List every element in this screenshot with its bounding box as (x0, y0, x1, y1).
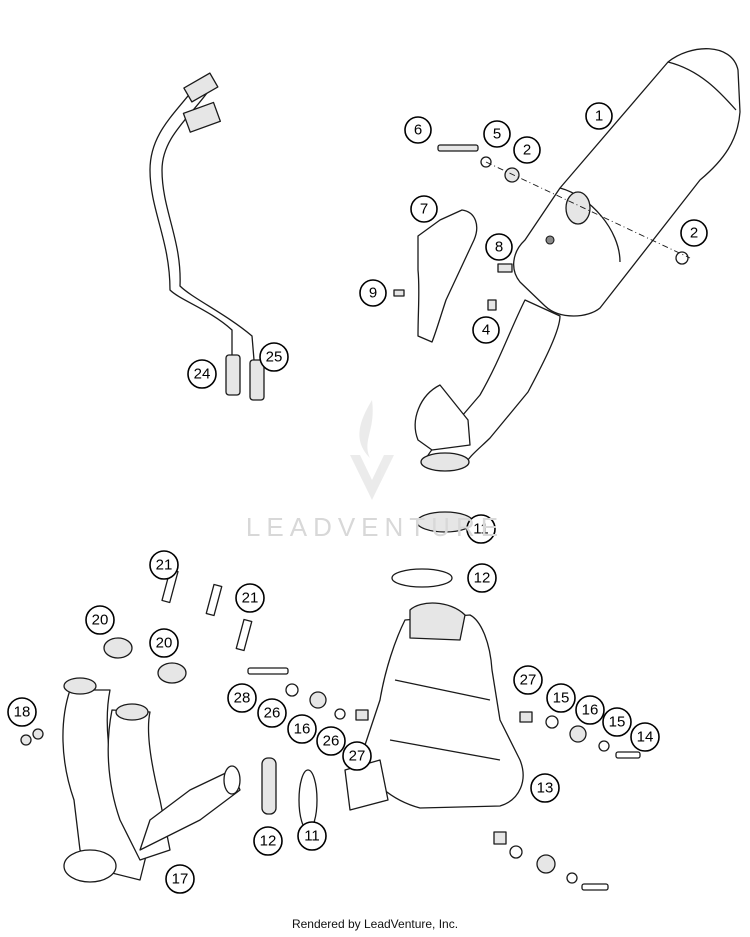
svg-text:2: 2 (690, 225, 698, 242)
sensor-cable-part (149, 72, 265, 401)
svg-text:20: 20 (156, 635, 173, 652)
callout-15: 15 (602, 707, 632, 737)
callout-26: 26 (316, 726, 346, 756)
callout-28: 28 (227, 683, 257, 713)
svg-text:28: 28 (234, 690, 251, 707)
callout-2: 2 (680, 219, 708, 247)
svg-text:18: 18 (14, 704, 31, 721)
pre-silencer-part (344, 602, 524, 811)
callout-18: 18 (7, 697, 37, 727)
callout-5: 5 (483, 120, 511, 148)
svg-text:8: 8 (495, 239, 503, 256)
svg-text:13: 13 (537, 780, 554, 797)
svg-text:15: 15 (553, 690, 570, 707)
svg-text:12: 12 (474, 570, 491, 587)
callout-12: 12 (467, 563, 497, 593)
callout-13: 13 (530, 773, 560, 803)
callout-25: 25 (259, 342, 289, 372)
svg-text:26: 26 (264, 705, 281, 722)
callout-7: 7 (410, 195, 438, 223)
callout-20: 20 (149, 628, 179, 658)
callout-4: 4 (472, 316, 500, 344)
svg-text:21: 21 (242, 590, 259, 607)
callout-26: 26 (257, 698, 287, 728)
callout-24: 24 (187, 359, 217, 389)
link-pipe-part (414, 299, 561, 472)
svg-text:11: 11 (473, 521, 489, 538)
svg-text:17: 17 (172, 871, 189, 888)
mounting-hardware (247, 667, 641, 891)
svg-text:11: 11 (304, 828, 320, 845)
svg-text:6: 6 (414, 122, 422, 139)
callout-8: 8 (485, 233, 513, 261)
gasket-part-small (298, 769, 318, 831)
callout-6: 6 (404, 116, 432, 144)
callout-12: 12 (253, 826, 283, 856)
callout-17: 17 (165, 864, 195, 894)
callout-21: 21 (235, 583, 265, 613)
svg-text:27: 27 (520, 672, 537, 689)
callout-15: 15 (546, 683, 576, 713)
svg-text:15: 15 (609, 714, 626, 731)
callout-16: 16 (575, 695, 605, 725)
svg-text:20: 20 (92, 612, 109, 629)
svg-text:9: 9 (369, 285, 377, 302)
header-pipe-part (62, 677, 241, 883)
leadventure-watermark-logo (350, 400, 394, 500)
callout-21: 21 (149, 550, 179, 580)
svg-text:1: 1 (595, 108, 603, 125)
callout-1: 1 (585, 102, 613, 130)
heat-shield-part (417, 209, 478, 343)
muffler-fasteners (393, 144, 691, 311)
svg-text:7: 7 (420, 201, 428, 218)
svg-text:25: 25 (266, 349, 283, 366)
svg-text:4: 4 (482, 322, 490, 339)
muffler-part (513, 48, 741, 317)
callout-9: 9 (359, 279, 387, 307)
footer-credit: Rendered by LeadVenture, Inc. (291, 917, 459, 931)
callout-14: 14 (630, 722, 660, 752)
svg-text:14: 14 (637, 729, 654, 746)
watermark-text: LEADVENTURE (245, 512, 505, 542)
callout-16: 16 (287, 714, 317, 744)
callout-11: 11 (466, 514, 496, 544)
callout-20: 20 (85, 605, 115, 635)
clamp-part (391, 568, 453, 588)
header-hardware (20, 568, 253, 746)
clamp-part-small (261, 757, 277, 815)
svg-text:24: 24 (194, 366, 211, 383)
svg-text:16: 16 (582, 702, 599, 719)
callout-11: 11 (297, 821, 327, 851)
svg-text:21: 21 (156, 557, 173, 574)
svg-text:12: 12 (260, 833, 277, 850)
svg-text:2: 2 (523, 142, 531, 159)
callout-2: 2 (513, 136, 541, 164)
callout-27: 27 (342, 741, 372, 771)
svg-text:27: 27 (349, 748, 366, 765)
callout-27: 27 (513, 665, 543, 695)
svg-text:5: 5 (493, 126, 501, 143)
svg-text:16: 16 (294, 721, 311, 738)
svg-text:26: 26 (323, 733, 340, 750)
